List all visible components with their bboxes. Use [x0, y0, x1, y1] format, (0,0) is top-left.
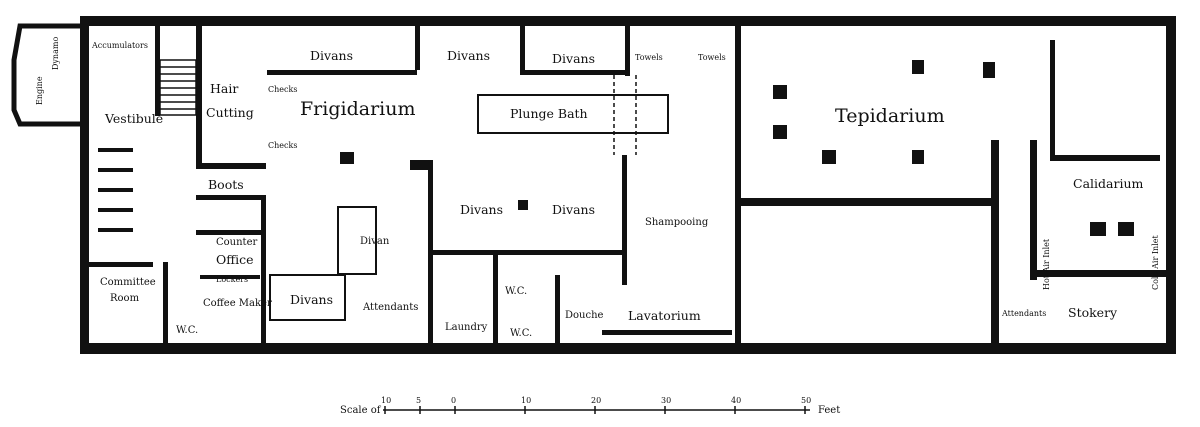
vestibule-benches: [98, 148, 133, 232]
tepidarium-label: Tepidarium: [835, 105, 945, 127]
towels-label-2: Towels: [698, 53, 726, 62]
scale-unit: Feet: [818, 405, 840, 416]
scale-tick-label: 20: [591, 396, 601, 405]
hair-cutting-label-1: Hair: [210, 81, 238, 96]
checks-label-2: Checks: [268, 141, 297, 150]
cold-air-inlet-label: Cold Air Inlet: [1151, 235, 1160, 290]
shampooing-label: Shampooing: [645, 217, 709, 228]
scale-tick-label: 10: [521, 396, 531, 405]
scale-tick-label: 30: [661, 396, 671, 405]
douche-label: Douche: [565, 310, 604, 321]
committee-room-label-1: Committee: [100, 277, 156, 288]
divans-top-label-2: Divans: [447, 48, 490, 63]
frigidarium-label: Frigidarium: [300, 98, 415, 120]
divan-label: Divan: [360, 236, 390, 247]
attendants-label-2: Attendants: [1001, 309, 1046, 318]
committee-room-label-2: Room: [110, 293, 140, 304]
lockers-label: Lockers: [216, 275, 248, 284]
wc-label-2: W.C.: [505, 286, 527, 297]
wc-label-3: W.C.: [510, 328, 532, 339]
plunge-bath-label: Plunge Bath: [510, 106, 588, 121]
divans-mid-label-1: Divans: [460, 202, 503, 217]
low-divans-frame: [269, 274, 346, 321]
divans-top-label-1: Divans: [310, 48, 353, 63]
pillars: [340, 60, 1134, 236]
calidarium-label: Calidarium: [1073, 176, 1143, 191]
scale-tick-label: 0: [451, 396, 456, 405]
interior-walls: [88, 26, 1167, 345]
outer-walls: [11, 16, 1176, 354]
hot-air-inlet-label: Hot Air Inlet: [1042, 238, 1051, 290]
staircase: [159, 59, 197, 116]
scale-tick-label: 5: [416, 396, 421, 405]
stokery-label: Stokery: [1068, 305, 1118, 320]
boots-label: Boots: [208, 177, 244, 192]
wc-label-1: W.C.: [176, 325, 198, 336]
scale-label: Scale of: [340, 405, 382, 416]
laundry-label: Laundry: [445, 322, 488, 333]
dynamo-label: Dynamo: [51, 37, 60, 70]
office-label: Office: [216, 252, 254, 267]
coffee-maker-label: Coffee Maker: [203, 298, 272, 309]
lavatorium-label: Lavatorium: [628, 308, 701, 323]
vestibule-label: Vestibule: [104, 111, 163, 126]
checks-label-1: Checks: [268, 85, 297, 94]
divan-frame: [337, 206, 377, 275]
plunge-bath: [477, 75, 669, 155]
scale-tick-label: 10: [381, 396, 391, 405]
scale-tick-label: 50: [801, 396, 811, 405]
divans-mid-label-2: Divans: [552, 202, 595, 217]
engine-label: Engine: [35, 76, 44, 105]
counter-label: Counter: [216, 237, 257, 248]
attendants-label-1: Attendants: [362, 302, 418, 313]
towels-label-1: Towels: [635, 53, 663, 62]
scale-tick-label: 40: [731, 396, 741, 405]
hair-cutting-label-2: Cutting: [206, 105, 254, 120]
accumulators-label: Accumulators: [91, 41, 148, 50]
divans-top-label-3: Divans: [552, 51, 595, 66]
divans-low-label: Divans: [290, 292, 333, 307]
